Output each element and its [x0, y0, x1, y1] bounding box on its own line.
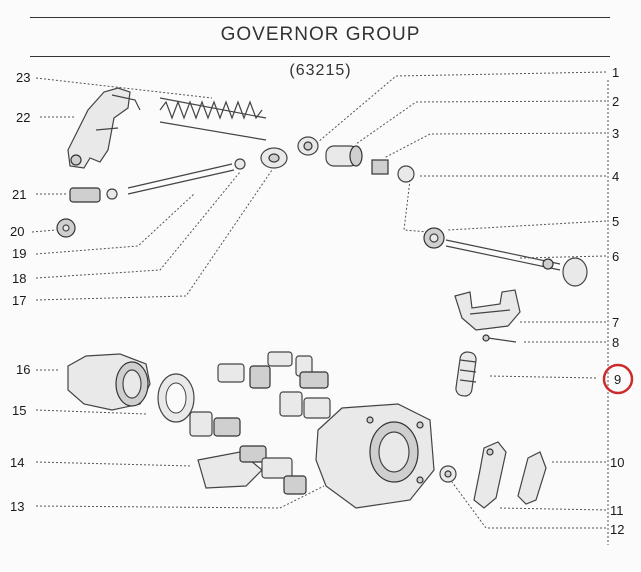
washer-part — [397, 165, 415, 183]
pivot-screw-part — [69, 187, 118, 203]
governor-lever-part — [67, 87, 141, 169]
callout-15: 15 — [12, 403, 26, 418]
callout-19: 19 — [12, 246, 26, 261]
flange-part — [260, 147, 288, 169]
gear-part — [423, 227, 445, 249]
callout-18: 18 — [12, 271, 26, 286]
callout-10: 10 — [610, 455, 624, 470]
callout-1: 1 — [612, 65, 619, 80]
callout-13: 13 — [10, 499, 24, 514]
plate-part — [197, 445, 307, 495]
bushing-part — [297, 136, 319, 156]
callout-8: 8 — [612, 335, 619, 350]
callout-3: 3 — [612, 126, 619, 141]
callout-16: 16 — [16, 362, 30, 377]
callout-17: 17 — [12, 293, 26, 308]
callout-6: 6 — [612, 249, 619, 264]
callout-12: 12 — [610, 522, 624, 537]
callout-22: 22 — [16, 110, 30, 125]
housing-cap-part — [67, 353, 151, 411]
link-arm-part — [473, 441, 507, 509]
title-rule — [30, 56, 610, 57]
callout-4: 4 — [612, 169, 619, 184]
washer-12-part — [439, 465, 457, 483]
gasket-part — [157, 373, 195, 423]
top-rule — [30, 17, 610, 18]
callout-2: 2 — [612, 94, 619, 109]
callout-23: 23 — [16, 70, 30, 85]
callout-7: 7 — [612, 315, 619, 330]
callout-5: 5 — [612, 214, 619, 229]
spring-part — [159, 97, 267, 141]
shaft-part — [445, 239, 588, 287]
nut-part — [56, 218, 76, 238]
callout-labels: 23 22 21 20 19 18 17 16 15 14 13 1 2 3 4… — [10, 65, 624, 537]
callout-21: 21 — [12, 187, 26, 202]
bracket-part — [454, 289, 521, 331]
pin-part — [482, 334, 517, 343]
group-code: (63215) — [289, 62, 352, 79]
collar-part — [325, 145, 363, 167]
rod-part — [127, 158, 246, 195]
callout-14: 14 — [10, 455, 24, 470]
callout-9: 9 — [614, 372, 621, 387]
leader-lines — [31, 71, 607, 529]
nut-small-part — [371, 159, 389, 175]
small-parts-cluster — [189, 351, 331, 437]
governor-housing-part — [315, 403, 435, 509]
link-plate-part — [517, 451, 547, 505]
callout-20: 20 — [10, 224, 24, 239]
callout-11: 11 — [610, 503, 624, 518]
spring-9-part — [455, 351, 477, 397]
highlight-circle — [602, 363, 634, 395]
diagram-title: GOVERNOR GROUP — [220, 24, 421, 45]
